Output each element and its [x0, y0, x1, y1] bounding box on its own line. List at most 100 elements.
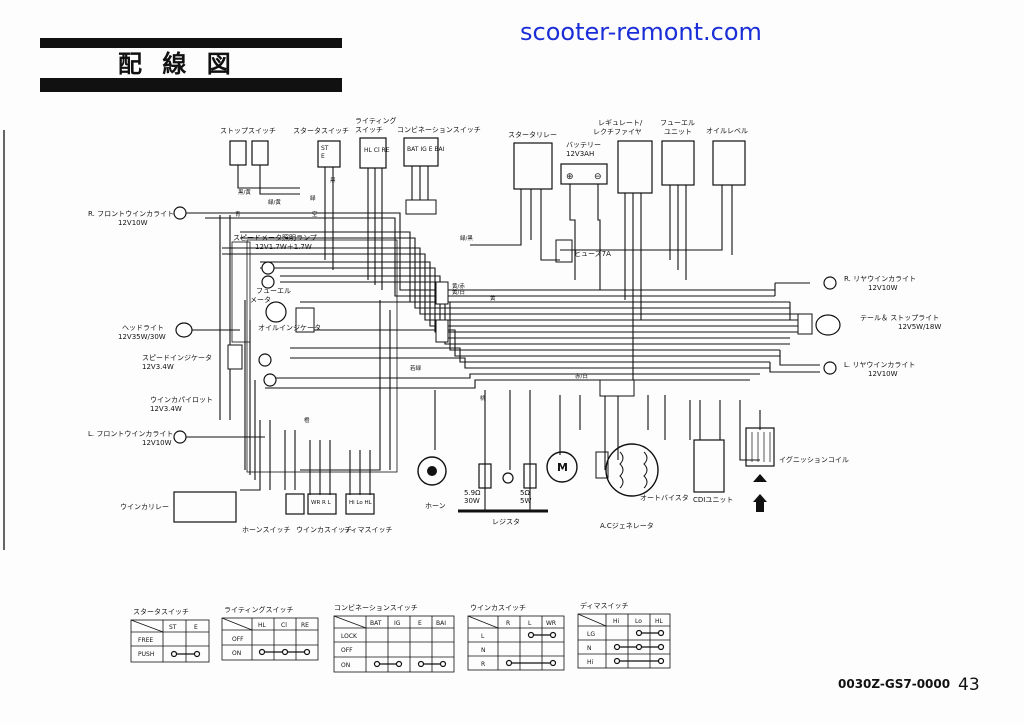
combination-switch-pins: BAT IG E BAI	[407, 146, 445, 153]
spark-plug	[756, 502, 764, 512]
stop-switch-front	[229, 140, 247, 166]
table-lighting-row-2: ON	[232, 650, 241, 657]
table-winker-title: ウインカスイッチ	[470, 604, 526, 612]
wire-label-black: 黒	[330, 177, 336, 184]
lighting-switch-pins: HL Cl RE	[364, 147, 390, 154]
l-rear-winker-spec: 12V10W	[868, 370, 898, 378]
r-rear-winker-label: R. リヤウインカライト	[844, 275, 916, 283]
combination-switch-label: コンビネーションスイッチ	[397, 125, 481, 134]
ignition-coil-windings	[751, 432, 771, 462]
headlight-label: ヘッドライト	[122, 324, 164, 332]
stop-switch-label: ストップスイッチ	[220, 127, 276, 135]
table-lighting-title: ライティングスイッチ	[224, 605, 293, 614]
table-winker-header-3: WR	[546, 620, 556, 627]
wire-label-green-black: 緑/黒	[460, 234, 473, 242]
speedo-lamp-2	[261, 275, 275, 289]
table-dimmer-row-3: Hi	[587, 659, 594, 666]
ac-generator	[605, 443, 659, 497]
table-dimmer-header-1: Hi	[613, 618, 620, 625]
l-front-winker-lamp	[173, 430, 187, 444]
regulator-label-1: レギュレート/	[598, 119, 643, 127]
starter-switch-pin-st: ST	[321, 145, 329, 152]
l-rear-winker-lamp	[823, 361, 837, 375]
starter-motor	[546, 451, 578, 483]
table-combination-header-3: E	[418, 620, 422, 627]
battery-spec: 12V3AH	[566, 150, 594, 158]
fuel-meter-label-1: フューエル	[256, 287, 291, 295]
lighting-switch-label-1: ライティング	[355, 116, 396, 125]
site-watermark: scooter-remont.com	[520, 18, 762, 46]
table-winker-row-1: L	[481, 633, 485, 640]
ignition-coil-label: イグニッションコイル	[779, 455, 849, 464]
combination-connector	[405, 199, 437, 215]
regulator-body	[617, 140, 653, 194]
wire-label-green-yellow: 緑/黄	[268, 198, 281, 206]
page-title: 配 線 図	[118, 50, 237, 78]
fuse-label: ヒューズ7A	[574, 249, 611, 258]
fuel-unit-label-2: ユニット	[664, 128, 692, 136]
junction-connector-2	[435, 319, 449, 343]
wire-label-green: 緑	[310, 194, 316, 202]
l-front-winker-label: L. フロントウインカライト	[88, 430, 173, 438]
junction-connector-1	[435, 281, 449, 305]
winker-switch-body	[307, 493, 337, 515]
resistor-label: レジスタ	[492, 517, 520, 526]
table-combination-frame	[333, 615, 455, 673]
fuse-body	[555, 239, 573, 263]
r-rear-winker-lamp	[823, 276, 837, 290]
winker-switch-pins: WR R L	[311, 500, 332, 506]
speed-indicator-label: スピードインジケータ	[142, 353, 212, 362]
lighting-switch-label-2: スイッチ	[355, 126, 383, 134]
motor-symbol: M	[557, 461, 568, 474]
generator-coil-2	[643, 451, 648, 489]
headlight-spec: 12V35W/30W	[118, 333, 166, 341]
oil-indicator-label: オイルインジケータ	[258, 323, 321, 332]
horn-switch-label: ホーンスイッチ	[242, 526, 291, 534]
l-rear-winker-label: L. リヤウインカライト	[844, 361, 915, 369]
winker-relay-label: ウインカリレー	[120, 503, 169, 511]
wire-label-yellow-white: 黄/白	[452, 288, 465, 296]
table-combination-header-2: IG	[394, 620, 401, 627]
combination-switch-body	[403, 137, 439, 167]
tail-light-connector	[797, 313, 813, 335]
table-lighting-header-3: RE	[301, 622, 309, 629]
r-front-winker-label: R. フロントウインカライト	[88, 210, 174, 218]
table-winker-header-2: L	[528, 620, 532, 627]
winker-pilot-spec: 12V3.4W	[150, 405, 182, 413]
table-dimmer-row-2: N	[587, 645, 592, 652]
table-starter-title: スタータスイッチ	[133, 607, 189, 616]
fuel-meter-label-2: メータ	[250, 295, 271, 304]
part-number: 0030Z-GS7-0000	[838, 677, 950, 691]
wire-label-blue: 青	[235, 210, 241, 218]
headlight-socket-frame	[231, 241, 251, 343]
fuel-unit-label-1: フューエル	[660, 119, 695, 127]
table-combination-row-2: OFF	[341, 647, 353, 654]
resistor-b	[523, 463, 537, 489]
generator-connector	[599, 379, 635, 397]
wire-label-yellow: 黄	[490, 294, 496, 302]
resistor-terminal	[502, 472, 514, 484]
r-front-winker-spec: 12V10W	[118, 219, 148, 227]
wire-label-light-blue: 空	[312, 210, 318, 218]
battery-plus: ⊕	[566, 172, 574, 182]
headlight-lamp	[175, 322, 193, 338]
table-starter-header-2: E	[194, 624, 198, 631]
table-lighting-frame	[221, 617, 319, 661]
table-winker-frame	[467, 615, 565, 671]
ignition-coil-body	[745, 427, 775, 467]
resistor-a	[478, 463, 492, 489]
r-rear-winker-spec: 12V10W	[868, 284, 898, 292]
table-dimmer-header-2: Lo	[635, 618, 642, 625]
table-starter-frame	[130, 619, 210, 663]
table-starter-header-1: ST	[169, 624, 177, 631]
dimmer-switch-label: ディマスイッチ	[344, 525, 393, 534]
table-lighting-row-1: OFF	[232, 636, 244, 643]
oil-level-body	[712, 140, 746, 186]
fuel-unit-body	[661, 140, 695, 186]
table-lighting-header-2: Cl	[281, 622, 287, 629]
oil-indicator-connector	[295, 307, 315, 333]
dimmer-switch-pins: Hi Lo HL	[349, 500, 373, 506]
regulator-label-2: レクチファイヤ	[593, 128, 642, 136]
wire-label-pink: 桃	[480, 394, 486, 402]
